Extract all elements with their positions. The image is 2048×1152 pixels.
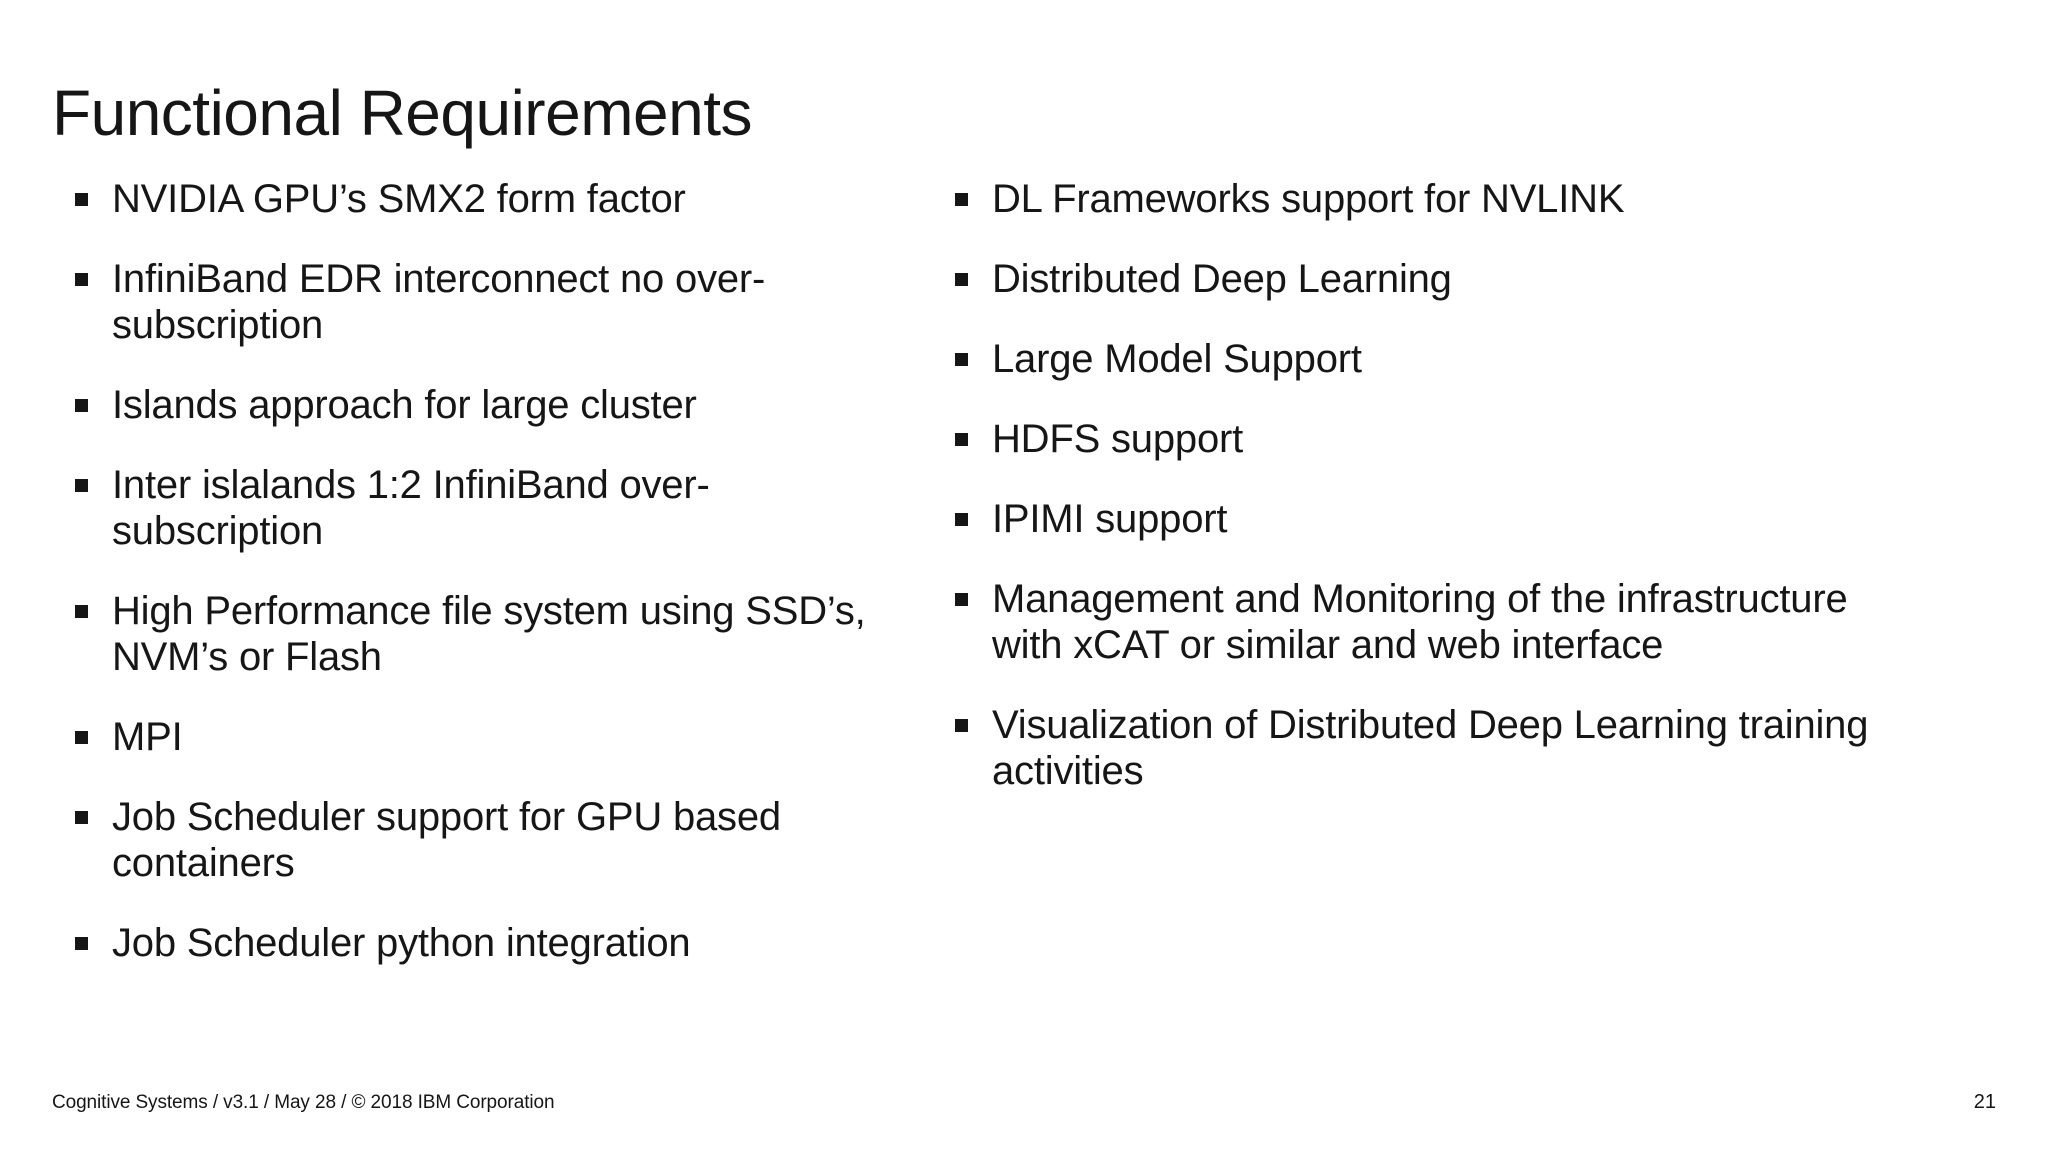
bullet-text: Large Model Support	[992, 337, 1362, 381]
list-item: Inter islalands 1:2 InfiniBand over- sub…	[75, 462, 955, 554]
bullet-list-right: DL Frameworks support for NVLINK Distrib…	[955, 176, 1965, 828]
list-item: Distributed Deep Learning	[955, 256, 1965, 302]
list-item: Management and Monitoring of the infrast…	[955, 576, 1965, 668]
bullet-text: DL Frameworks support for NVLINK	[992, 177, 1625, 221]
bullet-text: HDFS support	[992, 417, 1244, 461]
page-number: 21	[1973, 1091, 1996, 1113]
footer-attribution: Cognitive Systems / v3.1 / May 28 / © 20…	[52, 1092, 555, 1113]
square-bullet-icon	[75, 811, 88, 824]
slide-footer: Cognitive Systems / v3.1 / May 28 / © 20…	[52, 1091, 1996, 1114]
list-item: DL Frameworks support for NVLINK	[955, 176, 1965, 222]
list-item: Islands approach for large cluster	[75, 382, 955, 428]
square-bullet-icon	[955, 513, 968, 526]
list-item: Visualization of Distributed Deep Learni…	[955, 702, 1965, 794]
bullet-text: InfiniBand EDR interconnect no over- sub…	[112, 257, 766, 347]
square-bullet-icon	[955, 193, 968, 206]
square-bullet-icon	[955, 353, 968, 366]
bullet-text: Job Scheduler support for GPU based cont…	[112, 795, 781, 885]
square-bullet-icon	[955, 433, 968, 446]
square-bullet-icon	[75, 731, 88, 744]
list-item: IPIMI support	[955, 496, 1965, 542]
bullet-text: IPIMI support	[992, 497, 1228, 541]
list-item: MPI	[75, 714, 955, 760]
bullet-columns: NVIDIA GPU’s SMX2 form factor InfiniBand…	[75, 176, 1965, 1000]
bullet-list-left: NVIDIA GPU’s SMX2 form factor InfiniBand…	[75, 176, 955, 1000]
bullet-text: NVIDIA GPU’s SMX2 form factor	[112, 177, 686, 221]
bullet-text: Visualization of Distributed Deep Learni…	[992, 703, 1869, 793]
square-bullet-icon	[955, 719, 968, 732]
bullet-text: MPI	[112, 715, 183, 759]
square-bullet-icon	[75, 273, 88, 286]
bullet-text: Management and Monitoring of the infrast…	[992, 577, 1848, 667]
list-item: Job Scheduler support for GPU based cont…	[75, 794, 955, 886]
square-bullet-icon	[75, 937, 88, 950]
bullet-text: Distributed Deep Learning	[992, 257, 1452, 301]
list-item: Job Scheduler python integration	[75, 920, 955, 966]
square-bullet-icon	[75, 399, 88, 412]
list-item: HDFS support	[955, 416, 1965, 462]
list-item: InfiniBand EDR interconnect no over- sub…	[75, 256, 955, 348]
list-item: Large Model Support	[955, 336, 1965, 382]
square-bullet-icon	[75, 193, 88, 206]
square-bullet-icon	[955, 593, 968, 606]
square-bullet-icon	[75, 605, 88, 618]
page-title: Functional Requirements	[52, 76, 752, 149]
list-item: NVIDIA GPU’s SMX2 form factor	[75, 176, 955, 222]
square-bullet-icon	[955, 273, 968, 286]
bullet-text: High Performance file system using SSD’s…	[112, 589, 866, 679]
bullet-text: Job Scheduler python integration	[112, 921, 691, 965]
bullet-text: Islands approach for large cluster	[112, 383, 697, 427]
square-bullet-icon	[75, 479, 88, 492]
bullet-text: Inter islalands 1:2 InfiniBand over- sub…	[112, 463, 710, 553]
list-item: High Performance file system using SSD’s…	[75, 588, 955, 680]
